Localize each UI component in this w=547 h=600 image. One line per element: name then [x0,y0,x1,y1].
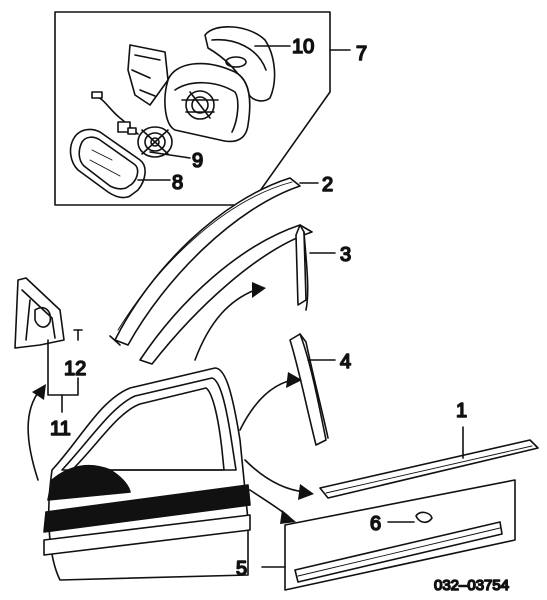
callout-7: 7 [356,43,367,65]
callout-2: 2 [322,174,333,196]
door-shell [43,367,251,581]
callout-10: 10 [292,36,314,58]
mirror-mount-bracket [14,277,83,413]
callout-1: 1 [456,400,467,422]
protector-kit [261,479,516,591]
mirror-inset [54,11,351,206]
callout-8: 8 [172,172,183,194]
direction-arrows [27,282,314,524]
door-sash-moulding [109,177,319,346]
callout-3: 3 [340,244,351,266]
body-side-moulding [319,426,539,499]
callout-4: 4 [340,351,351,373]
diagram-code: 032–03754 [434,577,509,594]
mirror-glass [69,128,146,199]
pillar-trim [289,333,336,446]
mirror-actuator [137,126,173,158]
window-run-channel [139,224,336,365]
callout-12: 12 [64,358,86,380]
callout-6: 6 [370,513,381,535]
callout-11: 11 [50,418,71,440]
callout-5: 5 [236,558,247,580]
callout-9: 9 [192,150,203,172]
